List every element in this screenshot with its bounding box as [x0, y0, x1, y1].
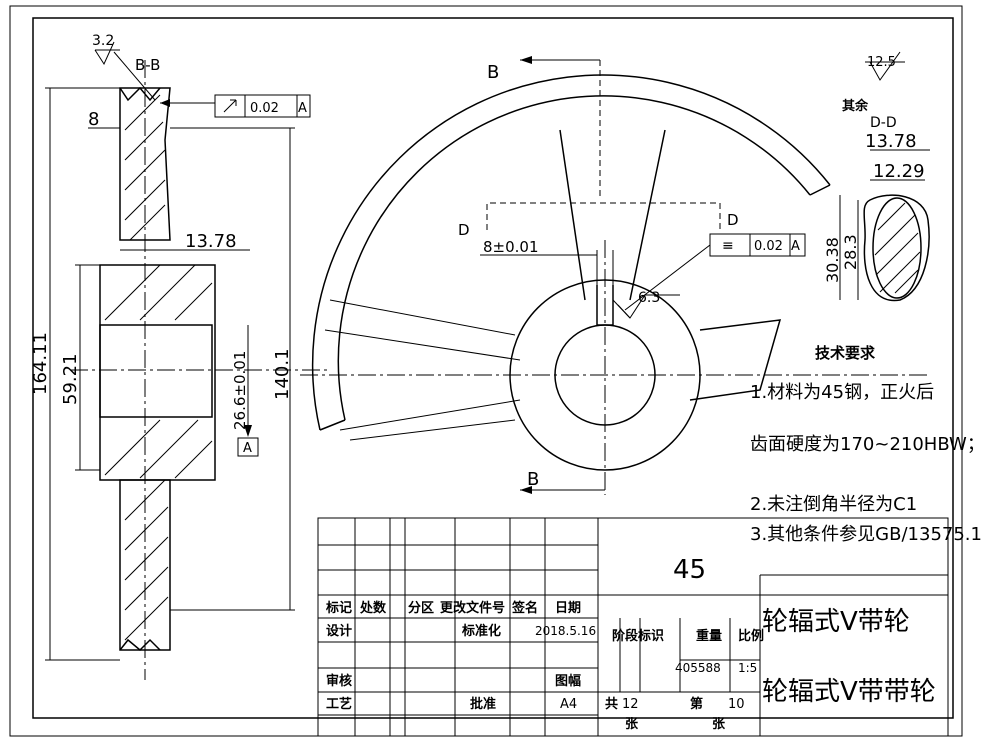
tb-sheet2: 张: [712, 717, 726, 732]
symmetry-datum: A: [791, 239, 800, 254]
label-dd: D-D: [870, 115, 897, 131]
roughness-keyway: 6.3: [638, 290, 660, 306]
roughness-top-left: 3.2: [92, 33, 114, 49]
label-b-top: B: [487, 62, 499, 83]
tb-weight: 重量: [696, 628, 722, 644]
tb-col-zone: 分区: [408, 600, 434, 616]
tb-part-name: 轮辐式V带轮: [762, 607, 910, 637]
tb-total: 共: [605, 696, 618, 712]
tech-req-line4: 3.其他条件参见GB/13575.1-2008: [750, 524, 982, 545]
title-block: [317, 517, 949, 737]
tech-req-line3: 2.未注倒角半径为C1: [750, 494, 917, 515]
label-d-right: D: [727, 211, 739, 229]
front-view: [300, 56, 930, 495]
tb-date: 2018.5.16: [535, 624, 596, 638]
tb-approve: 批准: [470, 696, 496, 712]
label-bb: B-B: [135, 56, 160, 74]
section-view-bb: [45, 41, 330, 680]
tb-total-count: 12: [622, 697, 639, 712]
tb-col-mark: 标记: [325, 600, 352, 616]
tech-req-line1: 1.材料为45钢，正火后: [750, 382, 934, 403]
dim-groove-width: 8: [88, 109, 99, 130]
dim-spoke-inner: 12.29: [873, 161, 925, 182]
tb-col-date: 日期: [555, 601, 581, 616]
tb-seq: 第: [690, 696, 703, 712]
tb-sheet-size: A4: [560, 697, 577, 712]
tb-design: 设计: [326, 623, 352, 639]
dim-hub-dia: 59.21: [60, 353, 81, 405]
dim-key-width: 8±0.01: [483, 238, 539, 256]
label-d-left: D: [458, 221, 470, 239]
symmetry-frame: [709, 233, 806, 257]
dim-bore-height: 26.6±0.01: [231, 351, 249, 430]
dim-spoke-outer: 13.78: [865, 131, 917, 152]
dim-spoke-h1: 30.38: [823, 237, 842, 283]
tb-col-sign: 签名: [511, 600, 538, 616]
dim-hub-width: 13.78: [185, 231, 237, 252]
datum-box: [237, 437, 259, 457]
tb-sheet-size-label: 图幅: [555, 673, 581, 689]
roughness-rest-label: 其余: [842, 98, 869, 114]
tb-scale-value: 1:5: [738, 661, 757, 675]
dim-pitch-dia: 140.1: [272, 348, 293, 400]
tb-col-count: 处数: [359, 600, 387, 616]
tb-drawing-name: 轮辐式V带带轮: [762, 677, 936, 707]
runout-value: 0.02: [250, 101, 279, 116]
roughness-rest-value: 12.5: [867, 55, 896, 70]
runout-datum: A: [298, 101, 307, 116]
tb-standard: 标准化: [461, 623, 501, 639]
tb-scale: 比例: [738, 628, 764, 644]
symmetry-value: 0.02: [754, 239, 783, 254]
runout-frame: [214, 94, 311, 118]
tech-req-line2: 齿面硬度为170~210HBW；: [750, 434, 982, 455]
label-b-bottom: B: [527, 469, 539, 490]
tb-seq-count: 10: [728, 697, 745, 712]
dim-outer-dia: 164.11: [30, 332, 51, 395]
tech-req-title: 技术要求: [815, 344, 876, 362]
tb-review: 审核: [326, 673, 352, 689]
tb-material: 45: [673, 555, 706, 585]
dim-spoke-h2: 28.3: [841, 234, 860, 270]
datum-label: A: [243, 441, 252, 456]
tb-stage-mark: 阶段标识: [612, 628, 664, 644]
tb-craft: 工艺: [326, 696, 352, 712]
symmetry-symbol: ≡: [722, 238, 734, 254]
tb-sheet: 张: [625, 717, 639, 732]
section-view-dd: [839, 51, 930, 302]
tb-col-doc: 更改文件号: [440, 600, 505, 616]
tb-weight-value: 405588: [675, 661, 721, 675]
